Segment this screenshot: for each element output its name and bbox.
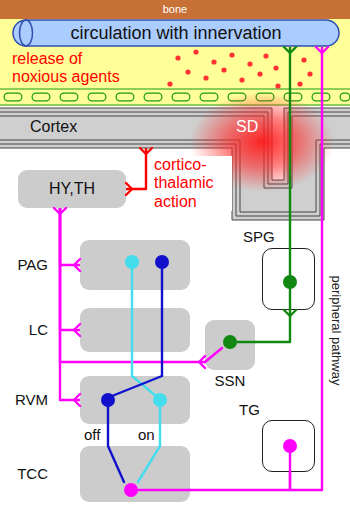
agent-dot <box>239 77 244 82</box>
blood-vessel: circulation with innervation <box>12 19 340 47</box>
on-cell-path <box>159 424 161 446</box>
agent-dot <box>297 81 302 86</box>
agent-dot <box>167 81 172 86</box>
off-cell-path <box>107 424 109 446</box>
on-cell-path <box>131 290 133 376</box>
nucleus-name: RVM <box>15 391 48 408</box>
agent-dot <box>263 53 268 58</box>
nucleus-box: HY,TH <box>18 170 126 208</box>
ganglion-neuron <box>283 439 297 453</box>
nucleus-box: PAG <box>80 240 190 290</box>
band-label: bone <box>163 3 187 16</box>
agent-dot <box>185 69 190 74</box>
vessel-end <box>20 20 33 46</box>
central-path <box>190 472 290 490</box>
synapse-fork <box>284 47 296 316</box>
off-cell <box>101 393 115 407</box>
nucleus-box: SSN <box>205 320 255 370</box>
ganglion-box: TG <box>262 420 315 472</box>
agent-dot <box>221 67 226 72</box>
nucleus-box: TCC <box>80 446 190 502</box>
edge-label: cortico-thalamic action <box>154 156 232 211</box>
nucleus-name: HY,TH <box>49 180 95 198</box>
agent-dot <box>301 57 306 62</box>
agent-dot <box>247 61 252 66</box>
nucleus-name: TCC <box>17 465 48 482</box>
dura-line <box>0 89 350 90</box>
descending-path <box>60 208 80 400</box>
nucleus-name: PAG <box>17 256 48 273</box>
descending-path <box>60 208 80 330</box>
descending-path <box>60 208 80 265</box>
noxious-agents <box>167 49 312 88</box>
parasympathetic-path <box>289 47 291 248</box>
ganglion-neuron <box>283 275 297 289</box>
cortico-thalamic-path <box>126 148 146 189</box>
agent-dot <box>273 65 278 70</box>
agent-dot <box>203 75 208 80</box>
vessel-body <box>13 20 339 46</box>
synapse-fork <box>126 148 152 195</box>
cortex-label: Cortex <box>30 118 77 136</box>
nucleus-box: RVM <box>80 376 190 424</box>
nucleus-neuron <box>223 335 237 349</box>
agent-dot <box>275 83 280 88</box>
off-cell-path <box>161 290 163 376</box>
bone-band: bone <box>0 0 350 19</box>
sd-label: SD <box>236 118 258 136</box>
on-cell <box>153 393 167 407</box>
edge-label: on <box>138 426 155 443</box>
ganglion-box: SPG <box>262 248 315 310</box>
parasympathetic-axon <box>230 248 290 342</box>
cortex-band: Cortex SD <box>0 108 272 148</box>
on-cell <box>125 255 139 269</box>
agent-dot <box>229 52 234 57</box>
agent-dot <box>193 49 198 54</box>
ganglion-name: TG <box>239 401 260 418</box>
on-cell-axon <box>132 262 160 482</box>
descending-path <box>60 208 205 362</box>
agent-dot <box>175 55 180 60</box>
ganglion-name: SPG <box>243 228 275 245</box>
synapse-fork <box>54 47 328 406</box>
neuron-axon <box>131 348 290 490</box>
nucleus-box: LC <box>80 308 190 352</box>
edge-label: off <box>84 426 100 443</box>
second-order-neuron <box>124 483 138 497</box>
note-text: release of noxious agents <box>12 50 136 87</box>
peripheral-path <box>290 47 322 490</box>
vessel-label: circulation with innervation <box>70 23 281 44</box>
meninges-layer <box>0 16 350 106</box>
nucleus-name: LC <box>29 321 48 338</box>
agent-dot <box>257 71 262 76</box>
pathway-label: peripheral pathway <box>329 275 344 385</box>
agent-dot <box>307 71 312 76</box>
parasympathetic-path <box>255 310 290 342</box>
nucleus-name: SSN <box>215 372 246 389</box>
agent-dot <box>211 59 216 64</box>
off-cell <box>155 255 169 269</box>
off-cell-axon <box>108 262 162 482</box>
